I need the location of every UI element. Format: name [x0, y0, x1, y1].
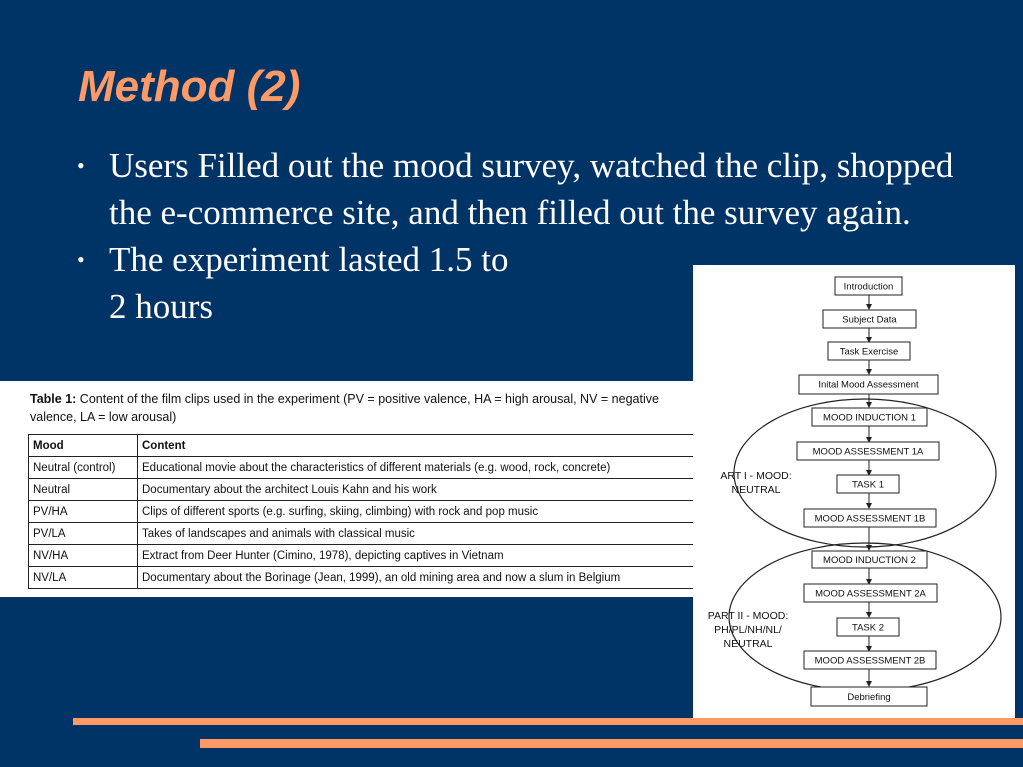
table-caption-label: Table 1: — [30, 392, 77, 406]
experiment-flowchart-image: Introduction Subject Data Task Exercise … — [693, 265, 1015, 721]
decorative-rule-top — [73, 718, 1023, 725]
bullet-text: Users Filled out the mood survey, watche… — [109, 146, 954, 232]
flow-step-label: MOOD INDUCTION 1 — [823, 413, 916, 424]
flow-step-label: Debriefing — [847, 692, 890, 703]
flow-step-label: MOOD ASSESSMENT 1B — [815, 514, 926, 525]
table-header-cell: Content — [137, 434, 704, 457]
film-clips-table: Mood Content Neutral (control)Educationa… — [28, 434, 704, 589]
flow-step-label: TASK 2 — [852, 623, 884, 634]
table-cell: Clips of different sports (e.g. surfing,… — [137, 500, 704, 523]
table-cell: Extract from Deer Hunter (Cimino, 1978),… — [137, 544, 704, 567]
flow-step-label: Introduction — [844, 282, 894, 293]
bullet-item: • Users Filled out the mood survey, watc… — [75, 142, 955, 236]
table-cell: PV/HA — [28, 500, 138, 523]
flow-step-label: Task Exercise — [840, 347, 899, 358]
bullet-list: • Users Filled out the mood survey, watc… — [75, 142, 955, 330]
table-cell: Educational movie about the characterist… — [137, 456, 704, 479]
part2-label-line: PART II - MOOD: — [708, 610, 789, 622]
flow-step-label: Inital Mood Assessment — [818, 380, 919, 391]
table-header-cell: Mood — [28, 434, 138, 457]
part1-label-line: NEUTRAL — [731, 484, 780, 496]
table-cell: NV/HA — [28, 544, 138, 567]
bullet-item: • The experiment lasted 1.5 to 2 hours — [75, 236, 529, 330]
table-cell: Documentary about the Borinage (Jean, 19… — [137, 566, 704, 589]
flow-step-label: MOOD ASSESSMENT 2B — [815, 656, 926, 667]
flow-step-label: MOOD ASSESSMENT 2A — [815, 589, 926, 600]
flow-step-label: MOOD INDUCTION 2 — [823, 555, 916, 566]
table-cell: Neutral — [28, 478, 138, 501]
table-cell: NV/LA — [28, 566, 138, 589]
table-row: Neutral (control)Educational movie about… — [28, 456, 704, 479]
flowchart-diagram: Introduction Subject Data Task Exercise … — [708, 276, 1002, 707]
table-cell: Documentary about the architect Louis Ka… — [137, 478, 704, 501]
table-caption-text: Content of the film clips used in the ex… — [30, 392, 659, 424]
flow-step-label: MOOD ASSESSMENT 1A — [813, 447, 924, 458]
flow-step-label: TASK 1 — [852, 480, 884, 491]
part2-label-line: NEUTRAL — [723, 638, 772, 650]
slide-title: Method (2) — [78, 62, 301, 111]
part1-label-line: ART I - MOOD: — [720, 470, 791, 482]
table-caption: Table 1: Content of the film clips used … — [30, 390, 700, 426]
table-cell: Neutral (control) — [28, 456, 138, 479]
bullet-text: The experiment lasted 1.5 to 2 hours — [109, 240, 509, 326]
table-cell: PV/LA — [28, 522, 138, 545]
table-header-row: Mood Content — [28, 434, 704, 457]
bullet-marker: • — [77, 247, 85, 272]
part2-label-line: PH/PL/NH/NL/ — [714, 624, 782, 636]
bullet-marker: • — [77, 153, 85, 178]
table-cell: Takes of landscapes and animals with cla… — [137, 522, 704, 545]
decorative-rule-bottom — [200, 739, 1023, 748]
film-clips-table-image: Table 1: Content of the film clips used … — [0, 381, 708, 597]
flow-step-label: Subject Data — [842, 315, 897, 326]
part1-loop — [733, 398, 997, 548]
